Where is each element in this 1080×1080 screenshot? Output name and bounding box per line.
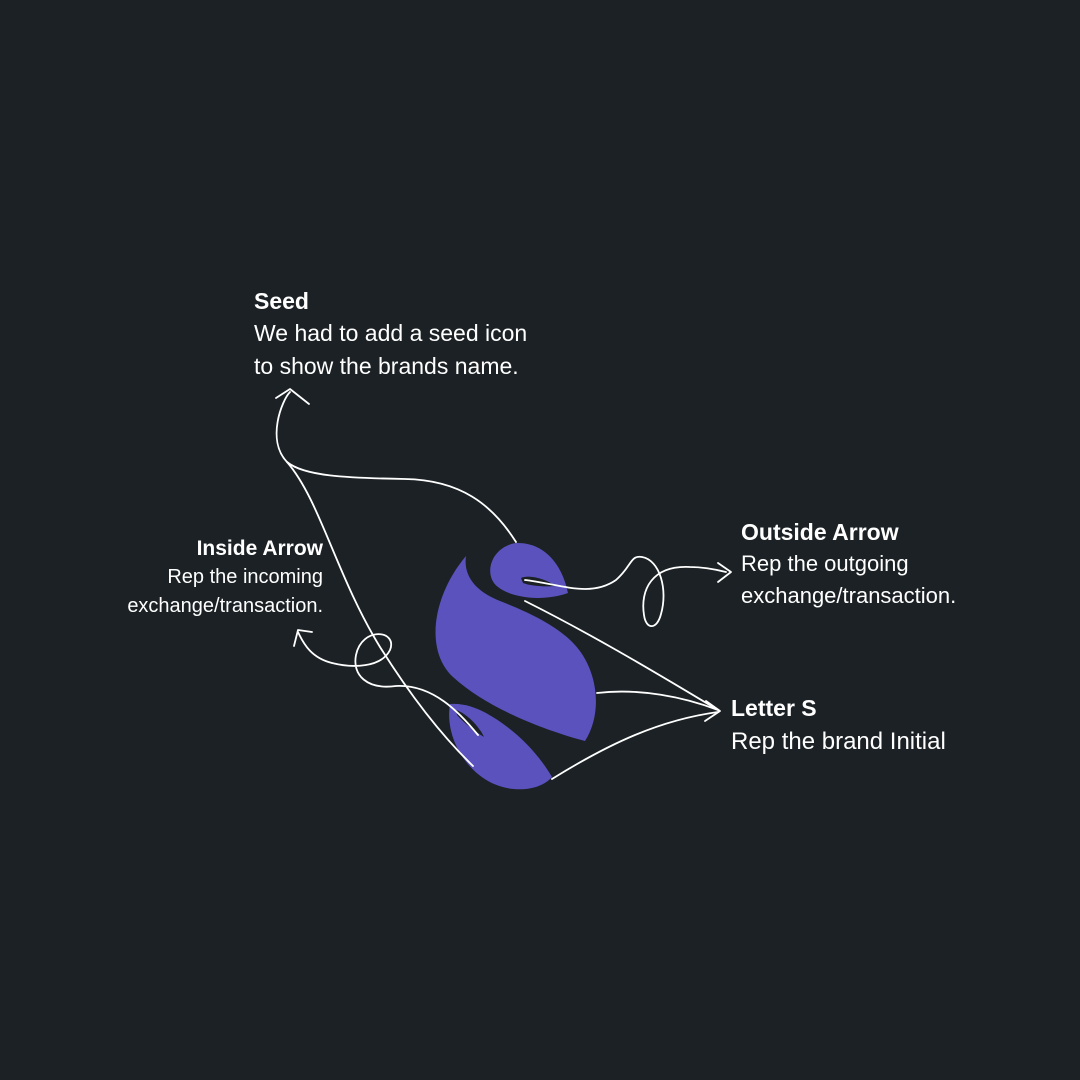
outside-arrowhead xyxy=(717,562,732,583)
letter-s-shape xyxy=(435,556,596,741)
inside-arrow-title: Inside Arrow xyxy=(196,537,323,560)
letter-s-top-line xyxy=(524,600,719,711)
letter-s-description-line: Rep the brand Initial xyxy=(731,728,946,755)
outside-arrow-description-line: Rep the outgoing xyxy=(741,551,909,576)
letter-s-arrowhead xyxy=(704,700,721,722)
outside-arrow-title: Outside Arrow xyxy=(741,519,899,545)
outside-arrow-description-line: exchange/transaction. xyxy=(741,583,957,608)
letter-s-title: Letter S xyxy=(731,695,817,721)
letter-s-left-outline xyxy=(286,461,474,767)
seed-description-line: We had to add a seed icon xyxy=(254,320,528,346)
seed-pointer-line xyxy=(275,391,517,543)
outside-arrow-annotation: Outside Arrow Rep the outgoing exchange/… xyxy=(741,516,1071,612)
inside-arrow-annotation: Inside Arrow Rep the incoming exchange/t… xyxy=(20,534,323,621)
seed-title: Seed xyxy=(254,288,309,314)
inside-arrowhead xyxy=(293,629,313,647)
annotation-lines xyxy=(275,388,732,780)
seed-arrowhead xyxy=(275,388,310,405)
seed-description-line: to show the brands name. xyxy=(254,353,519,379)
outside-arrow-pointer-line xyxy=(524,555,727,627)
inside-arrow-slot xyxy=(456,710,484,737)
letter-s-middle-line xyxy=(596,690,719,711)
letter-s-annotation: Letter S Rep the brand Initial xyxy=(731,692,1051,758)
inside-arrow-description-line: exchange/transaction. xyxy=(127,595,323,617)
letter-s-bottom-line xyxy=(551,711,719,780)
inside-arrow-pointer-line xyxy=(297,631,479,736)
inside-arrow-description-line: Rep the incoming xyxy=(167,566,323,588)
seed-annotation: Seed We had to add a seed icon to show t… xyxy=(254,285,674,383)
